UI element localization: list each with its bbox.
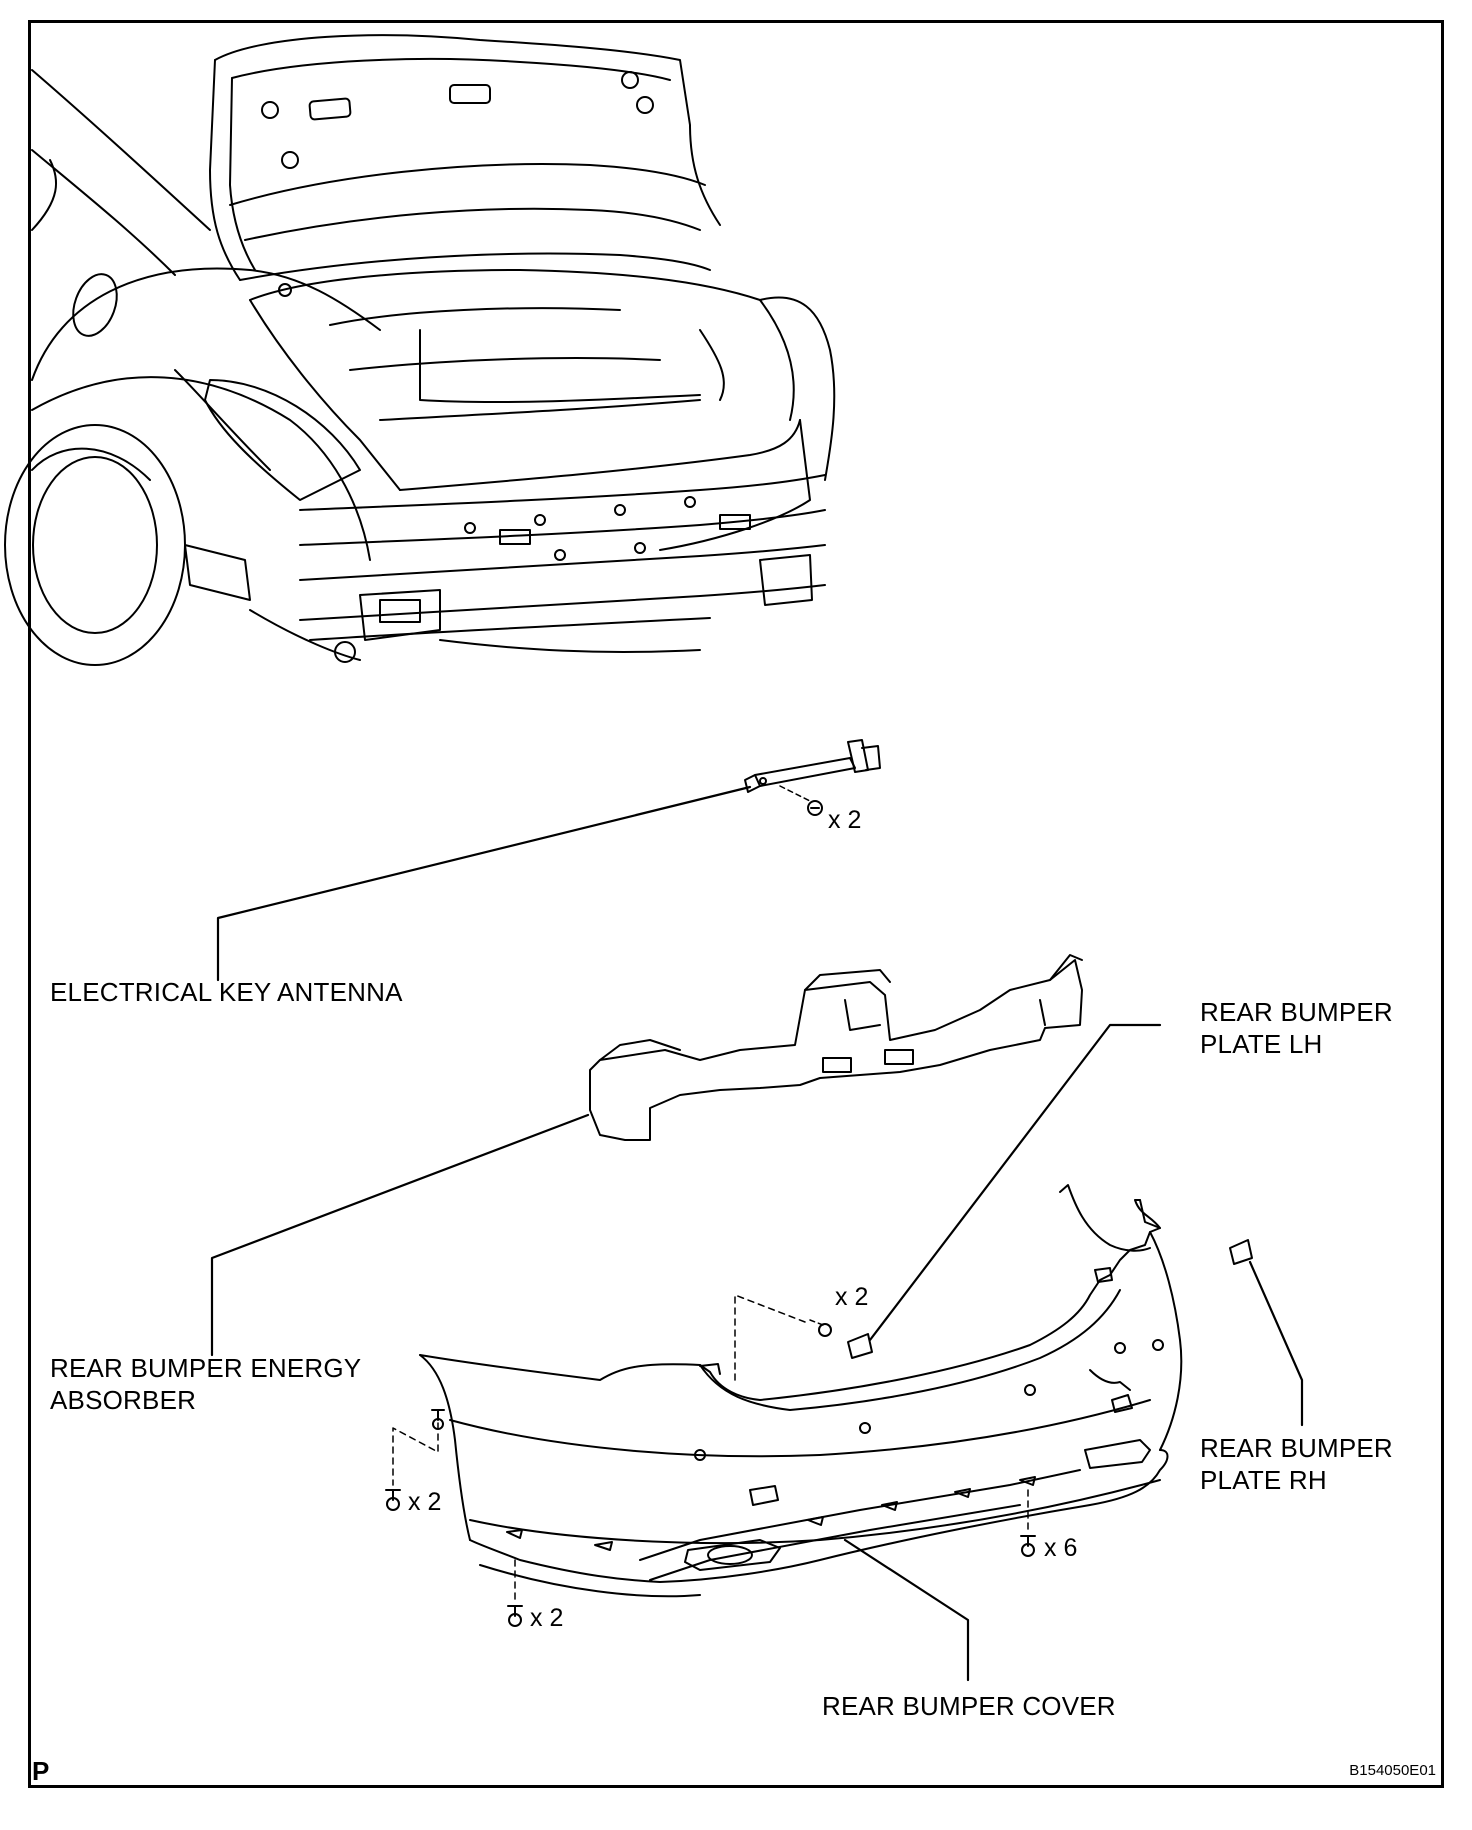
label-rear-bumper-plate-rh: REAR BUMPER PLATE RH: [1200, 1433, 1393, 1495]
qty-bottom-screws: x 6: [1044, 1534, 1078, 1562]
rear-bumper-cover-part: [419, 1184, 1183, 1598]
vehicle-rear-illustration: [4, 34, 836, 666]
rear-bumper-plate-rh-part: [1229, 1239, 1253, 1265]
qty-bottom-left-screws: x 2: [530, 1604, 564, 1632]
label-rear-bumper-plate-lh: REAR BUMPER PLATE LH: [1200, 997, 1393, 1059]
qty-left-side-clips: x 2: [408, 1488, 442, 1516]
rear-bumper-plate-lh-part: [734, 1294, 873, 1381]
label-electrical-key-antenna: ELECTRICAL KEY ANTENNA: [50, 977, 403, 1007]
diagram-frame: [28, 20, 1444, 1788]
figure-id: B154050E01: [1349, 1762, 1436, 1779]
fasteners: [385, 1409, 1036, 1627]
corner-mark: P: [32, 1756, 50, 1786]
label-rear-bumper-cover: REAR BUMPER COVER: [822, 1691, 1116, 1721]
label-rear-bumper-energy-absorber: REAR BUMPER ENERGY ABSORBER: [50, 1353, 362, 1415]
qty-antenna-nuts: x 2: [828, 806, 862, 834]
rear-bumper-energy-absorber-part: [589, 954, 1083, 1141]
electrical-key-antenna-part: [744, 739, 881, 816]
qty-plate-clips: x 2: [835, 1283, 869, 1311]
leader-lines: [210, 785, 1304, 1682]
